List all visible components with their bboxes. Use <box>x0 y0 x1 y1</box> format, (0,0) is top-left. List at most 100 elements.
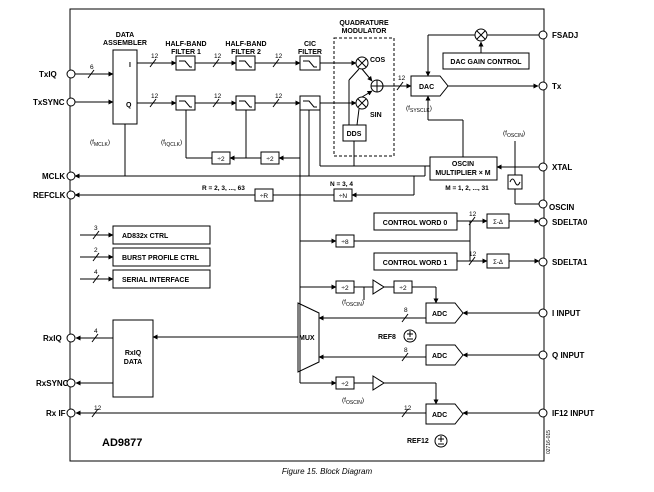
doc-code: 02716-015 <box>546 430 552 454</box>
svg-text:CONTROL WORD 1: CONTROL WORD 1 <box>383 260 448 267</box>
svg-text:DDS: DDS <box>347 131 362 138</box>
data-assembler-block: DATA ASSEMBLER I Q (fMCLK) <box>90 32 147 148</box>
sigma-delta-1: Σ-Δ <box>486 253 510 269</box>
chip-outline <box>69 8 545 462</box>
pin-q-input[interactable]: Q INPUT <box>538 350 585 360</box>
svg-text:SDELTA0: SDELTA0 <box>552 218 588 227</box>
divider-div-n: ÷N <box>333 188 353 202</box>
svg-text:OSCIN: OSCIN <box>549 203 575 212</box>
svg-text:IF12 INPUT: IF12 INPUT <box>552 409 594 418</box>
buffer-1 <box>372 279 385 295</box>
svg-text:AD832x CTRL: AD832x CTRL <box>122 233 169 240</box>
chip-name: AD9877 <box>102 437 142 449</box>
adc-i: ADC <box>425 302 464 324</box>
svg-text:XTAL: XTAL <box>552 163 572 172</box>
svg-text:M = 1, 2, ..., 31: M = 1, 2, ..., 31 <box>445 185 489 192</box>
svg-text:REF12: REF12 <box>407 438 429 445</box>
svg-text:Σ-Δ: Σ-Δ <box>493 260 503 266</box>
svg-text:RxIQ: RxIQ <box>125 350 142 357</box>
svg-text:÷N: ÷N <box>339 193 348 200</box>
svg-text:8: 8 <box>404 347 408 354</box>
svg-text:SERIAL INTERFACE: SERIAL INTERFACE <box>122 277 189 284</box>
divider-div2-a: ÷2 <box>211 151 231 165</box>
svg-text:HALF-BAND: HALF-BAND <box>225 41 266 48</box>
svg-text:12: 12 <box>275 53 283 60</box>
divider-div2-b: ÷2 <box>260 151 280 165</box>
pin-xtal[interactable]: XTAL <box>538 162 572 172</box>
svg-text:12: 12 <box>214 93 222 100</box>
pin-rxif[interactable]: Rx IF <box>46 408 76 418</box>
pin-tx[interactable]: Tx <box>538 81 562 91</box>
svg-text:MULTIPLIER × M: MULTIPLIER × M <box>435 170 490 177</box>
svg-text:÷2: ÷2 <box>399 285 407 292</box>
dac-gain-control: DAC GAIN CONTROL <box>442 28 530 70</box>
svg-text:12: 12 <box>404 405 412 412</box>
svg-text:REF8: REF8 <box>378 334 396 341</box>
svg-text:12: 12 <box>214 53 222 60</box>
svg-text:6: 6 <box>90 64 94 71</box>
pin-mclk[interactable]: MCLK <box>42 171 76 181</box>
svg-text:4: 4 <box>94 328 98 335</box>
svg-text:÷2: ÷2 <box>266 156 274 163</box>
svg-text:12: 12 <box>469 211 477 218</box>
svg-text:I: I <box>129 62 131 69</box>
pin-txiq[interactable]: TxIQ <box>39 69 76 79</box>
svg-text:MCLK: MCLK <box>42 172 65 181</box>
svg-text:RxIQ: RxIQ <box>43 334 62 343</box>
svg-text:Rx IF: Rx IF <box>46 409 66 418</box>
svg-text:RxSYNC: RxSYNC <box>36 379 69 388</box>
svg-text:CIC: CIC <box>304 41 316 48</box>
pin-fsadj[interactable]: FSADJ <box>538 30 578 40</box>
svg-text:SIN: SIN <box>370 112 382 119</box>
svg-text:÷2: ÷2 <box>341 285 349 292</box>
svg-text:REFCLK: REFCLK <box>33 191 66 200</box>
svg-text:(fMCLK): (fMCLK) <box>90 139 110 148</box>
divider-div8: ÷8 <box>335 234 355 248</box>
oscillator-icon <box>507 174 523 190</box>
svg-text:3: 3 <box>94 225 98 232</box>
svg-text:N = 3, 4: N = 3, 4 <box>330 181 353 188</box>
svg-text:COS: COS <box>370 57 386 64</box>
pin-if12-input[interactable]: IF12 INPUT <box>538 408 594 418</box>
svg-text:FSADJ: FSADJ <box>552 31 578 40</box>
svg-text:FILTER: FILTER <box>298 49 322 56</box>
mux-block: MUX <box>297 302 320 373</box>
pin-rxsync[interactable]: RxSYNC <box>36 378 76 388</box>
cic-filter: CIC FILTER <box>298 41 322 111</box>
svg-text:12: 12 <box>398 75 406 82</box>
svg-text:QUADRATURE: QUADRATURE <box>339 20 389 27</box>
svg-text:8: 8 <box>404 307 408 314</box>
svg-text:DAC GAIN CONTROL: DAC GAIN CONTROL <box>450 59 522 66</box>
divider-div2-c: ÷2 <box>335 280 355 294</box>
svg-text:÷R: ÷R <box>260 193 269 200</box>
figure-caption: Figure 15. Block Diagram <box>282 467 373 476</box>
svg-text:12: 12 <box>94 405 102 412</box>
oscin-multiplier: OSCIN MULTIPLIER × M M = 1, 2, ..., 31 (… <box>429 130 525 192</box>
control-word-0: CONTROL WORD 0 <box>373 212 458 231</box>
svg-text:CONTROL WORD 0: CONTROL WORD 0 <box>383 220 448 227</box>
svg-text:DATA: DATA <box>116 32 134 39</box>
svg-text:(fOSCIN): (fOSCIN) <box>342 299 364 308</box>
pin-sdelta0[interactable]: SDELTA0 <box>538 217 588 227</box>
pin-sdelta1[interactable]: SDELTA1 <box>538 257 588 267</box>
sigma-delta-0: Σ-Δ <box>486 213 510 229</box>
svg-text:DAC: DAC <box>419 84 434 91</box>
svg-text:ADC: ADC <box>432 311 447 318</box>
pin-txsync[interactable]: TxSYNC <box>33 97 76 107</box>
rxiq-data-block: RxIQ DATA <box>112 319 154 398</box>
ctrl-serial-interface: SERIAL INTERFACE <box>112 269 211 289</box>
svg-text:TxIQ: TxIQ <box>39 70 57 79</box>
svg-text:(fOSCIN): (fOSCIN) <box>503 130 525 139</box>
svg-text:R = 2, 3, ..., 63: R = 2, 3, ..., 63 <box>202 185 245 192</box>
svg-text:12: 12 <box>151 53 159 60</box>
svg-text:2: 2 <box>94 247 98 254</box>
control-word-1: CONTROL WORD 1 <box>373 252 458 271</box>
svg-text:BURST PROFILE CTRL: BURST PROFILE CTRL <box>122 255 200 262</box>
svg-text:DATA: DATA <box>124 359 142 366</box>
svg-text:(fSYSCLK): (fSYSCLK) <box>406 105 432 114</box>
pin-rxiq[interactable]: RxIQ <box>43 333 76 343</box>
svg-text:12: 12 <box>151 93 159 100</box>
pin-i-input[interactable]: I INPUT <box>538 308 581 318</box>
pin-refclk[interactable]: REFCLK <box>33 190 76 200</box>
